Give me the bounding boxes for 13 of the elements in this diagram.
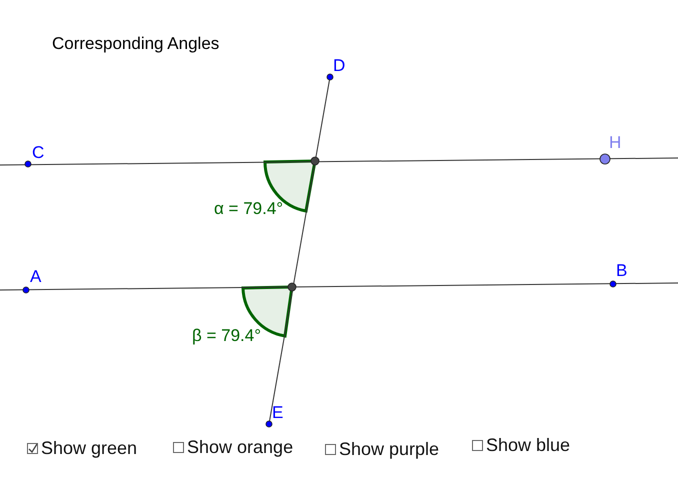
angle-label: β = 79.4° [192,327,262,344]
title: Corresponding Angles [52,35,220,52]
checkbox: Show blue [472,436,570,454]
point-label: B [616,262,628,279]
checkbox: Show orange [173,438,294,456]
point-label: D [333,57,346,74]
point-label: C [32,144,44,161]
point-label: E [272,404,284,421]
checkbox: Show green [27,439,138,457]
point-label: H [609,134,622,151]
angle-label: α = 79.4° [214,200,284,217]
checkbox: Show purple [325,440,440,458]
point-label: A [30,268,42,285]
